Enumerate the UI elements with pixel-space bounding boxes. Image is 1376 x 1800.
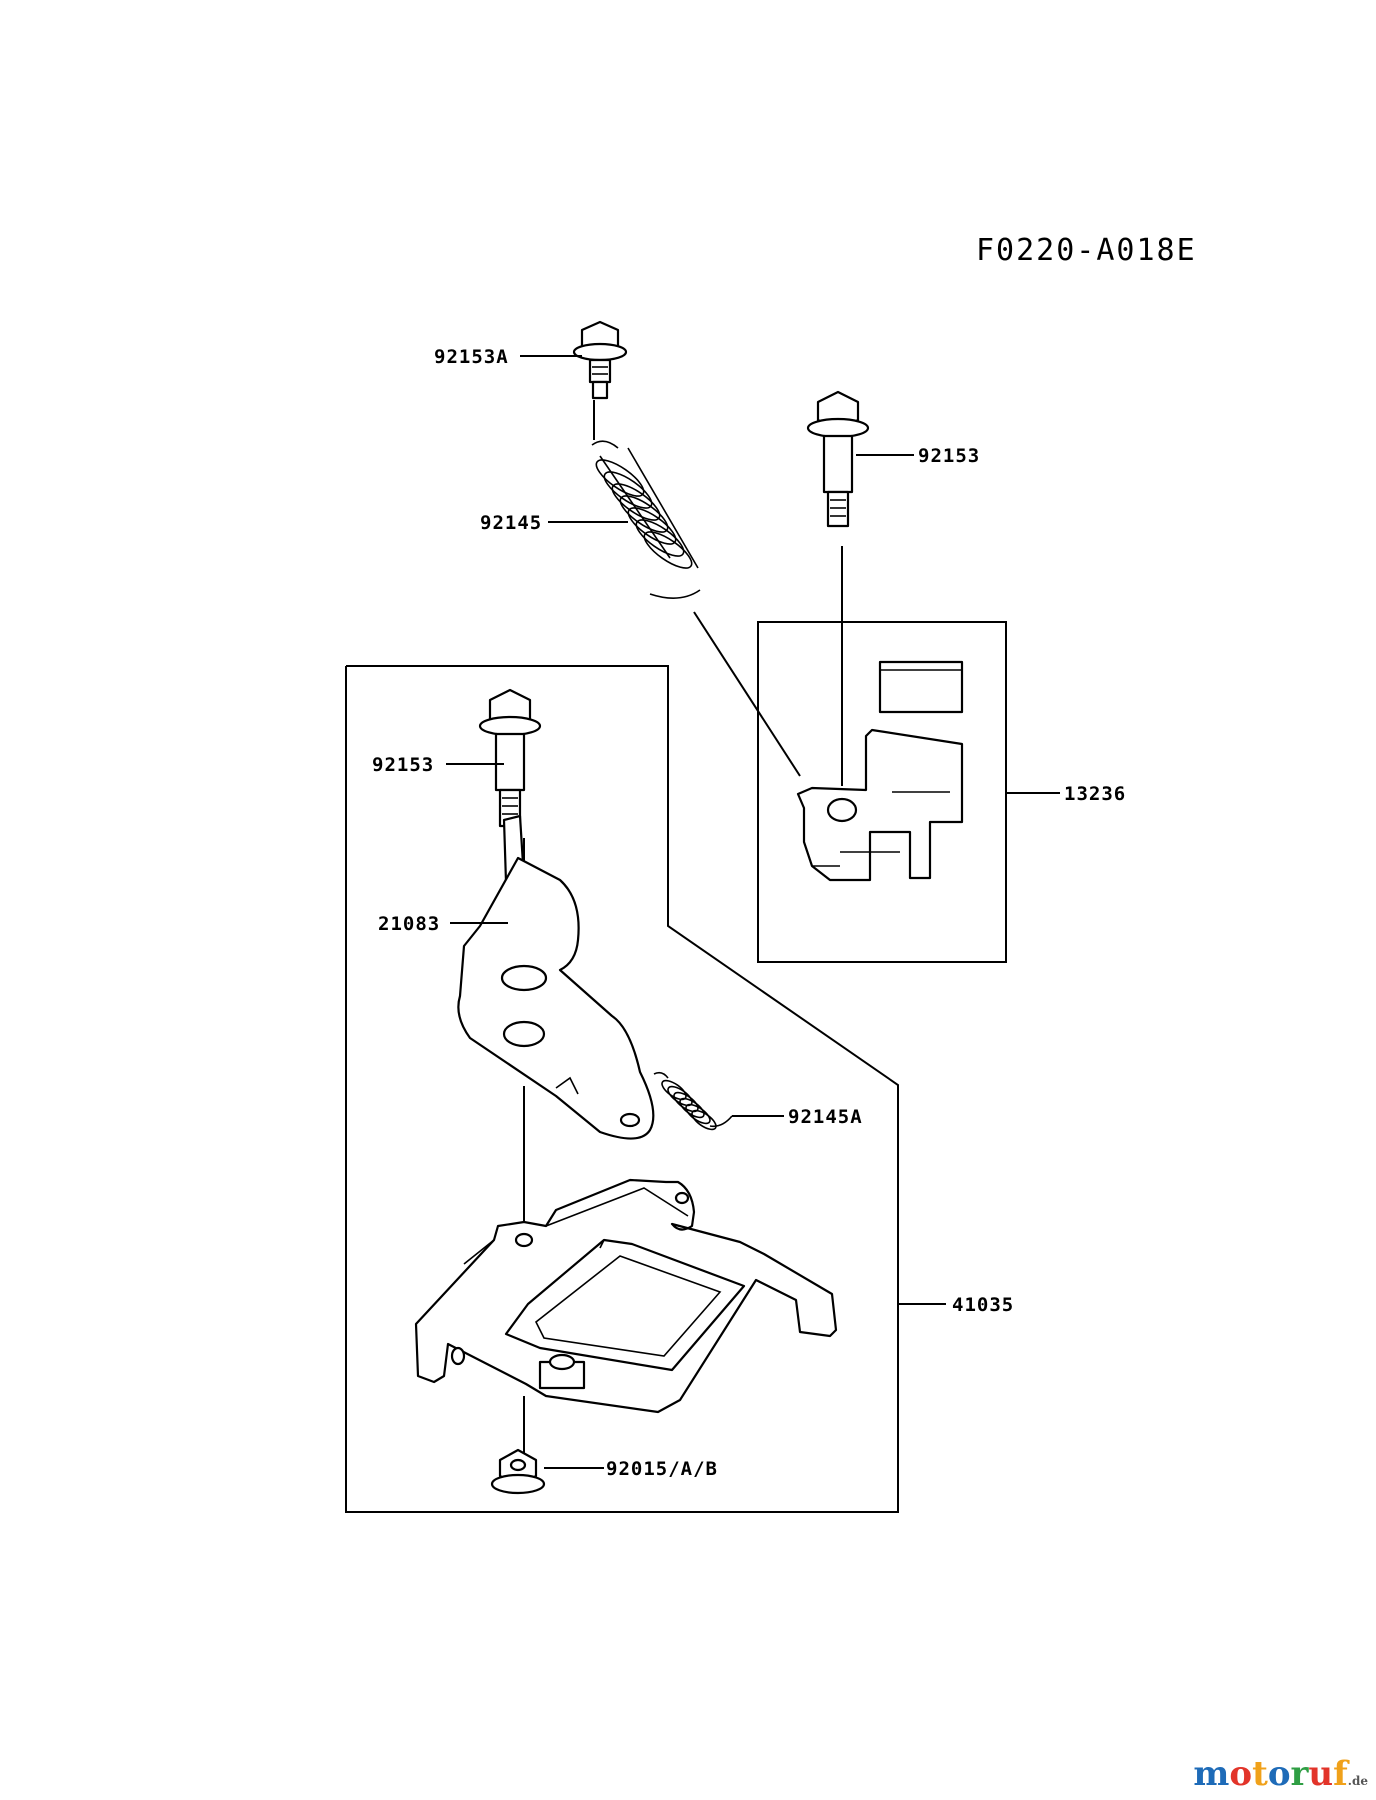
plate-13236[interactable]: [796, 660, 964, 882]
bracket-41035[interactable]: [414, 1178, 838, 1414]
callout-92015: 92015/A/B: [606, 1458, 718, 1480]
callout-92145: 92145: [480, 512, 542, 534]
nut-92015[interactable]: [490, 1448, 546, 1495]
callout-21083: 21083: [378, 913, 440, 935]
bolt-92153-right[interactable]: [806, 390, 870, 528]
callout-13236: 13236: [1064, 783, 1126, 805]
figure-code: F0220-A018E: [976, 233, 1197, 268]
spring-92145a[interactable]: [653, 1071, 733, 1133]
callout-92153-right: 92153: [918, 445, 980, 467]
bolt-92153-lower[interactable]: [478, 688, 542, 828]
callout-41035: 41035: [952, 1294, 1014, 1316]
bracket-assembly-box: [345, 665, 899, 1513]
callout-92153a: 92153A: [434, 346, 509, 368]
callout-92145a: 92145A: [788, 1106, 863, 1128]
watermark-logo: motoruf.de: [1193, 1754, 1368, 1794]
callout-92153-lower: 92153: [372, 754, 434, 776]
spring-92145[interactable]: [591, 440, 701, 599]
lever-21083[interactable]: [457, 814, 655, 1140]
bolt-92153a[interactable]: [572, 320, 628, 400]
